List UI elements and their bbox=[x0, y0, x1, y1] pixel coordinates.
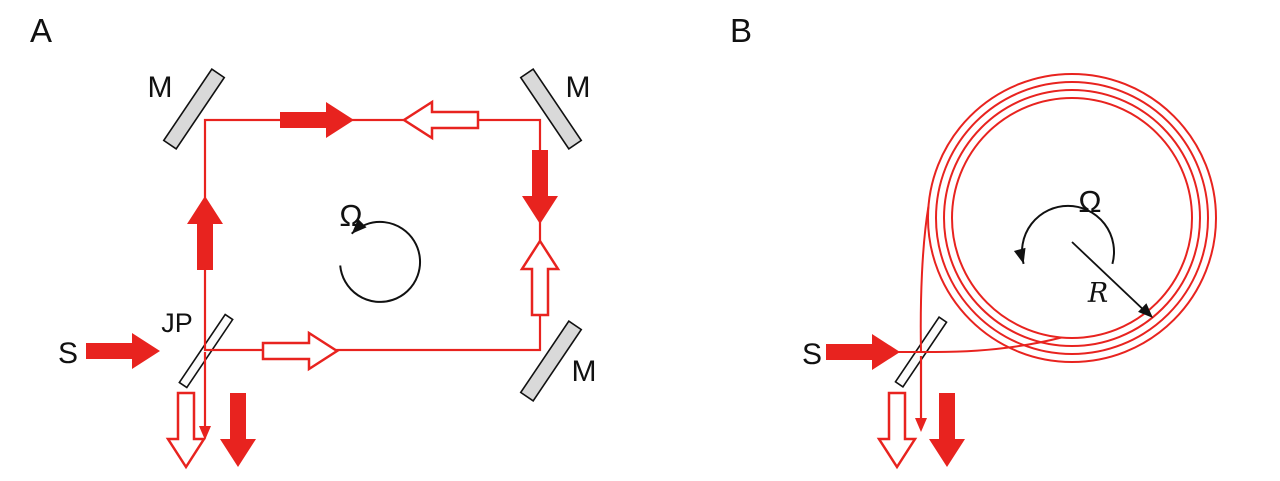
fiber-coil-loop bbox=[951, 97, 1193, 339]
source-input-arrow-icon bbox=[86, 333, 160, 369]
hollow-beam-arrow-up-icon bbox=[520, 239, 560, 317]
beamsplitter-label: JP bbox=[161, 308, 193, 338]
filled-beam-arrow-down-icon bbox=[522, 150, 558, 224]
filled-beam-arrow-up-icon bbox=[187, 196, 223, 270]
fiber-coil-loop bbox=[943, 89, 1201, 347]
mirror-top-left-label: M bbox=[148, 71, 173, 104]
hollow-output-arrow-b-icon bbox=[877, 391, 917, 469]
hollow-output-arrow-icon bbox=[166, 391, 206, 469]
fiber-lead-bottom bbox=[893, 336, 1062, 353]
filled-beam-arrow-right-icon bbox=[280, 102, 354, 138]
source-label-a: S bbox=[58, 337, 78, 370]
source-input-arrow-b-icon bbox=[826, 334, 900, 370]
mirror-top-right bbox=[519, 68, 583, 150]
rotation-arrowhead-b-icon bbox=[1013, 247, 1030, 266]
hollow-beam-arrow-right-icon bbox=[261, 331, 339, 371]
fiber-lead-left bbox=[919, 205, 930, 353]
fiber-coil-loop bbox=[935, 81, 1209, 355]
radius-arrow bbox=[1071, 241, 1149, 315]
omega-label-b: Ω bbox=[1078, 184, 1101, 219]
rotation-arc bbox=[339, 220, 422, 303]
filled-output-arrow-b-icon bbox=[929, 393, 965, 467]
radius-label: R bbox=[1087, 278, 1108, 309]
mirror-top-left bbox=[162, 68, 226, 150]
source-label-b: S bbox=[802, 338, 822, 371]
mirror-bottom-right bbox=[519, 320, 583, 402]
panel-a: A M M M JP S Ω bbox=[30, 12, 597, 469]
mirror-top-right-label: M bbox=[566, 71, 591, 104]
hollow-beam-arrow-left-icon bbox=[402, 100, 480, 140]
rotation-arc-b bbox=[1021, 204, 1115, 265]
panel-b-label: B bbox=[730, 12, 752, 49]
output-beam-arrowhead-b-icon bbox=[915, 418, 927, 432]
panel-a-label: A bbox=[30, 12, 52, 49]
ring-beam-path bbox=[203, 118, 542, 352]
mirror-bottom-right-label: M bbox=[572, 355, 597, 388]
filled-output-arrow-icon bbox=[220, 393, 256, 467]
panel-b: B S Ω R bbox=[730, 12, 1217, 469]
omega-label-a: Ω bbox=[339, 198, 362, 233]
fiber-coil-loop bbox=[927, 73, 1217, 363]
